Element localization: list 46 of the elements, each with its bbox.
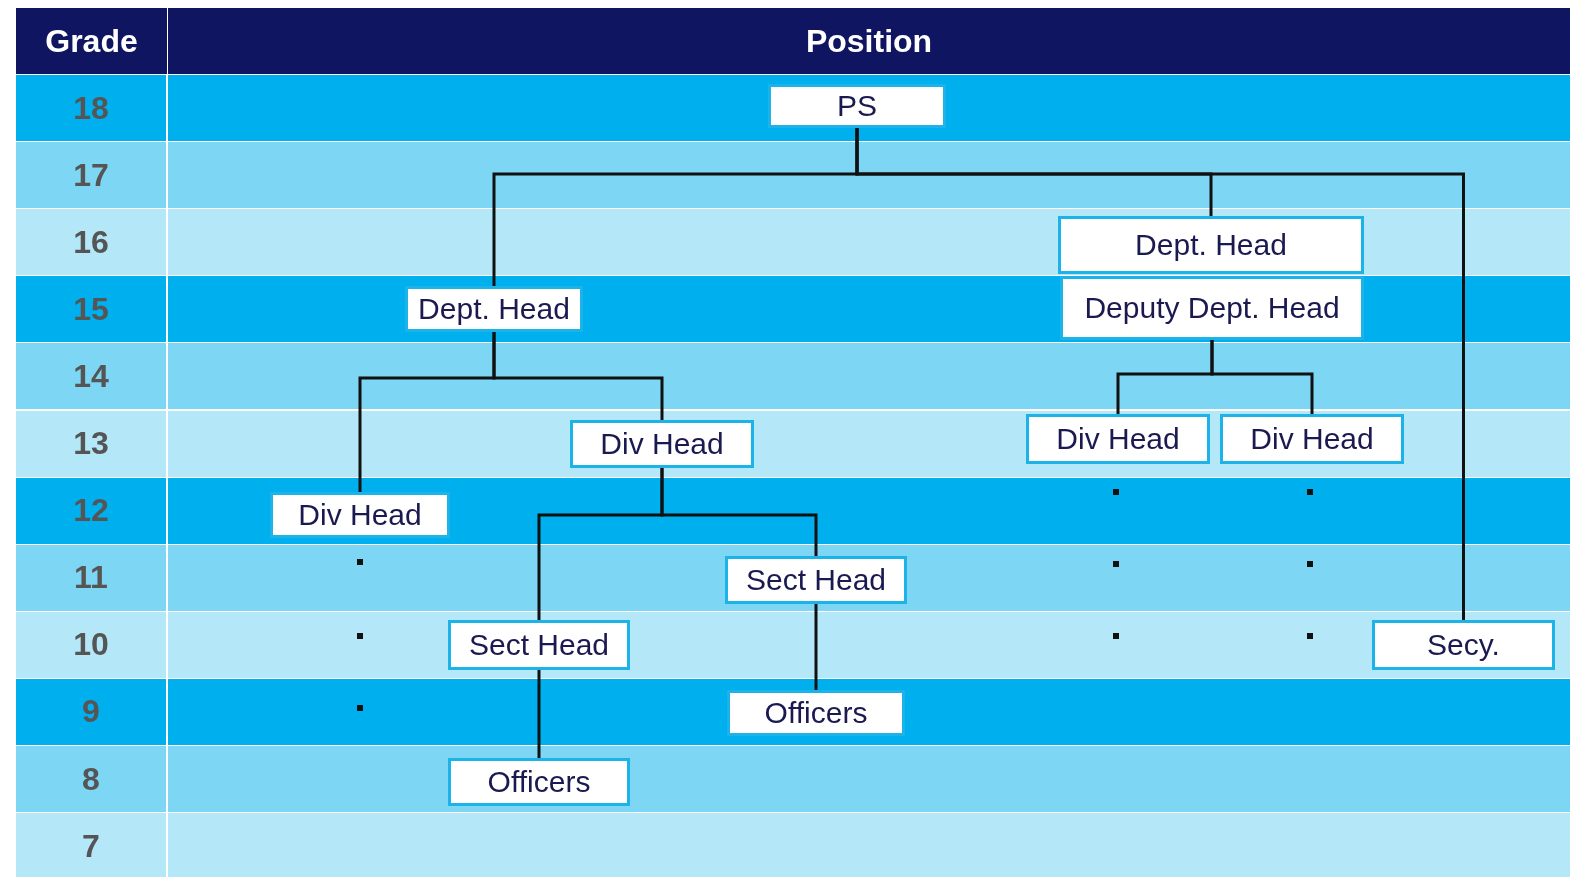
position-box: [1372, 620, 1555, 670]
position-box: [448, 758, 630, 806]
connector-line: [814, 604, 818, 690]
grade-number: 9: [16, 678, 166, 745]
position-title: Sect Head: [745, 563, 887, 597]
grade-number: 8: [16, 746, 166, 813]
position-box: [768, 84, 946, 128]
position-title: Officers: [764, 696, 868, 730]
connector-line: [1210, 340, 1314, 414]
grade-number: 10: [16, 611, 166, 678]
position-box: [1220, 414, 1404, 464]
grade-number: 16: [16, 209, 166, 276]
grade-number: 18: [16, 75, 166, 142]
position-box: [570, 420, 754, 468]
column-header: Grade: [16, 8, 167, 74]
position-box: [1060, 276, 1364, 340]
grade-number: 12: [16, 477, 166, 544]
grade-number: 7: [16, 813, 166, 877]
position-title: Secy.: [1427, 628, 1500, 662]
position-title: Dept. Head: [418, 292, 570, 326]
position-title: Div Head: [298, 498, 422, 532]
position-title: Officers: [487, 765, 591, 799]
position-title: Deputy Dept. Head: [1084, 291, 1340, 325]
connector-line: [492, 332, 664, 420]
position-title: Sect Head: [468, 628, 610, 662]
connector-line: [855, 128, 1465, 620]
grade-number: 13: [16, 410, 166, 477]
position-title: Div Head: [1250, 422, 1374, 456]
position-title: Div Head: [600, 427, 724, 461]
position-title: Dept. Head: [1135, 228, 1287, 262]
position-title: Div Head: [1056, 422, 1180, 456]
position-title: PS: [837, 89, 877, 123]
grade-number: 17: [16, 142, 166, 209]
connector-line: [537, 670, 541, 758]
position-box: [1058, 216, 1364, 274]
column-header: Position: [168, 8, 1570, 74]
grade-number: 15: [16, 276, 166, 343]
position-box: [725, 556, 907, 604]
position-box: [1026, 414, 1210, 464]
grade-number: 11: [16, 544, 166, 611]
grade-number: 14: [16, 343, 166, 410]
connector-line: [660, 468, 818, 556]
position-box: [448, 620, 630, 670]
position-box: [405, 286, 583, 332]
position-box: [270, 492, 450, 538]
position-box: [727, 690, 905, 736]
